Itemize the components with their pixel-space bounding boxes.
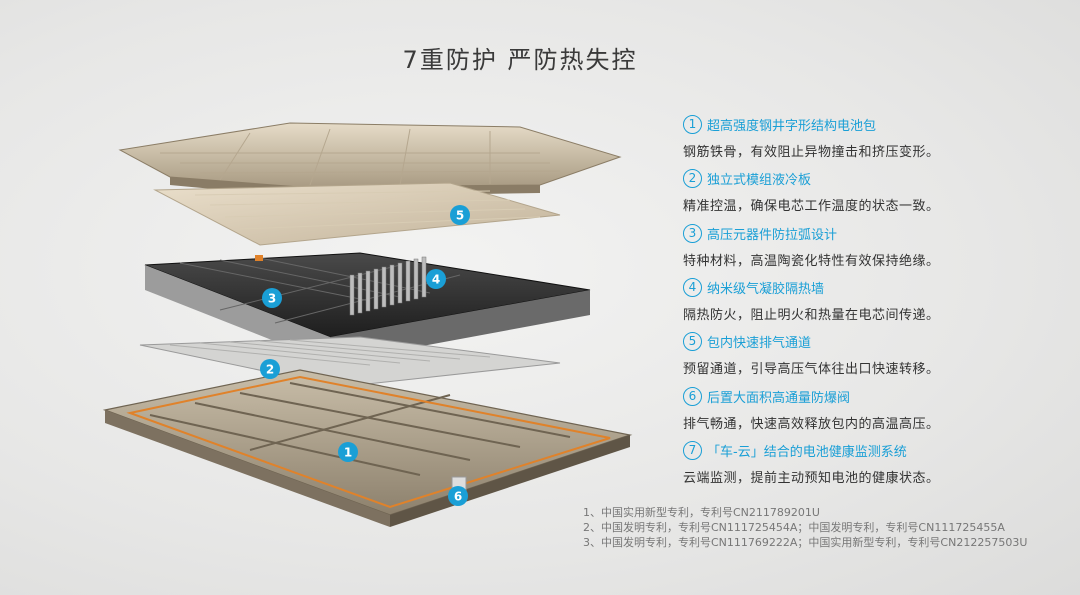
feature-2-number: 2	[683, 168, 702, 188]
feature-6-desc: 排气畅通，快速高效释放包内的高温高压。	[683, 417, 940, 432]
patent-notes: 1、中国实用新型专利，专利号CN211789201U 2、中国发明专利，专利号C…	[583, 505, 1027, 550]
svg-text:6: 6	[454, 490, 462, 504]
feature-2-title: 独立式模组液冷板	[707, 172, 812, 188]
feature-4: 4 纳米级气凝胶隔热墙 隔热防火，阻止明火和热量在电芯间传递。	[683, 276, 1073, 323]
feature-6: 6 后置大面积高通量防爆阀 排气畅通，快速高效释放包内的高温高压。	[683, 385, 1073, 432]
feature-7-number: 7	[683, 440, 702, 460]
feature-3-number: 3	[683, 223, 702, 243]
feature-1-desc: 钢筋铁骨，有效阻止异物撞击和挤压变形。	[683, 145, 940, 160]
feature-7-title: 「车-云」结合的电池健康监测系统	[707, 444, 907, 460]
battery-pack-diagram: 5 4 3 2 1 6	[102, 122, 633, 527]
page-title: 7重防护 严防热失控	[402, 46, 638, 74]
label-6-badge: 6	[448, 486, 468, 506]
feature-5-number: 5	[683, 331, 702, 351]
feature-1: 1 超高强度钢井字形结构电池包 钢筋铁骨，有效阻止异物撞击和挤压变形。	[683, 113, 1073, 160]
svg-text:3: 3	[268, 292, 276, 306]
battery-tray	[102, 369, 633, 527]
feature-4-title: 纳米级气凝胶隔热墙	[707, 281, 825, 297]
exhaust-channel-plate	[153, 182, 561, 246]
feature-3-title: 高压元器件防拉弧设计	[707, 227, 838, 243]
feature-2-desc: 精准控温，确保电芯工作温度的状态一致。	[683, 199, 940, 214]
svg-text:2: 2	[266, 363, 274, 377]
label-5-badge: 5	[450, 205, 470, 225]
label-4-badge: 4	[426, 269, 446, 289]
feature-1-number: 1	[683, 114, 702, 134]
feature-6-number: 6	[683, 386, 702, 406]
feature-3: 3 高压元器件防拉弧设计 特种材料，高温陶瓷化特性有效保持绝缘。	[683, 222, 1073, 269]
feature-7-desc: 云端监测，提前主动预知电池的健康状态。	[683, 471, 940, 486]
feature-5-title: 包内快速排气通道	[707, 335, 812, 351]
feature-7: 7 「车-云」结合的电池健康监测系统 云端监测，提前主动预知电池的健康状态。	[683, 439, 1073, 486]
label-1-badge: 1	[338, 442, 358, 462]
feature-5-desc: 预留通道，引导高压气体往出口快速转移。	[683, 362, 940, 377]
svg-text:4: 4	[432, 273, 440, 287]
label-3-badge: 3	[262, 288, 282, 308]
patent-note-3: 3、中国发明专利，专利号CN111769222A；中国实用新型专利，专利号CN2…	[583, 536, 1028, 549]
feature-6-title: 后置大面积高通量防爆阀	[707, 390, 851, 406]
feature-2: 2 独立式模组液冷板 精准控温，确保电芯工作温度的状态一致。	[683, 167, 1073, 214]
patent-note-1: 1、中国实用新型专利，专利号CN211789201U	[583, 506, 820, 519]
feature-4-number: 4	[683, 277, 702, 297]
feature-1-title: 超高强度钢井字形结构电池包	[707, 118, 877, 134]
feature-4-desc: 隔热防火，阻止明火和热量在电芯间传递。	[683, 308, 940, 323]
svg-text:1: 1	[344, 446, 352, 460]
patent-note-2: 2、中国发明专利，专利号CN111725454A；中国发明专利，专利号CN111…	[583, 521, 1005, 534]
feature-3-desc: 特种材料，高温陶瓷化特性有效保持绝缘。	[683, 254, 940, 269]
feature-5: 5 包内快速排气通道 预留通道，引导高压气体往出口快速转移。	[683, 330, 1073, 377]
label-2-badge: 2	[260, 359, 280, 379]
svg-text:5: 5	[456, 209, 464, 223]
